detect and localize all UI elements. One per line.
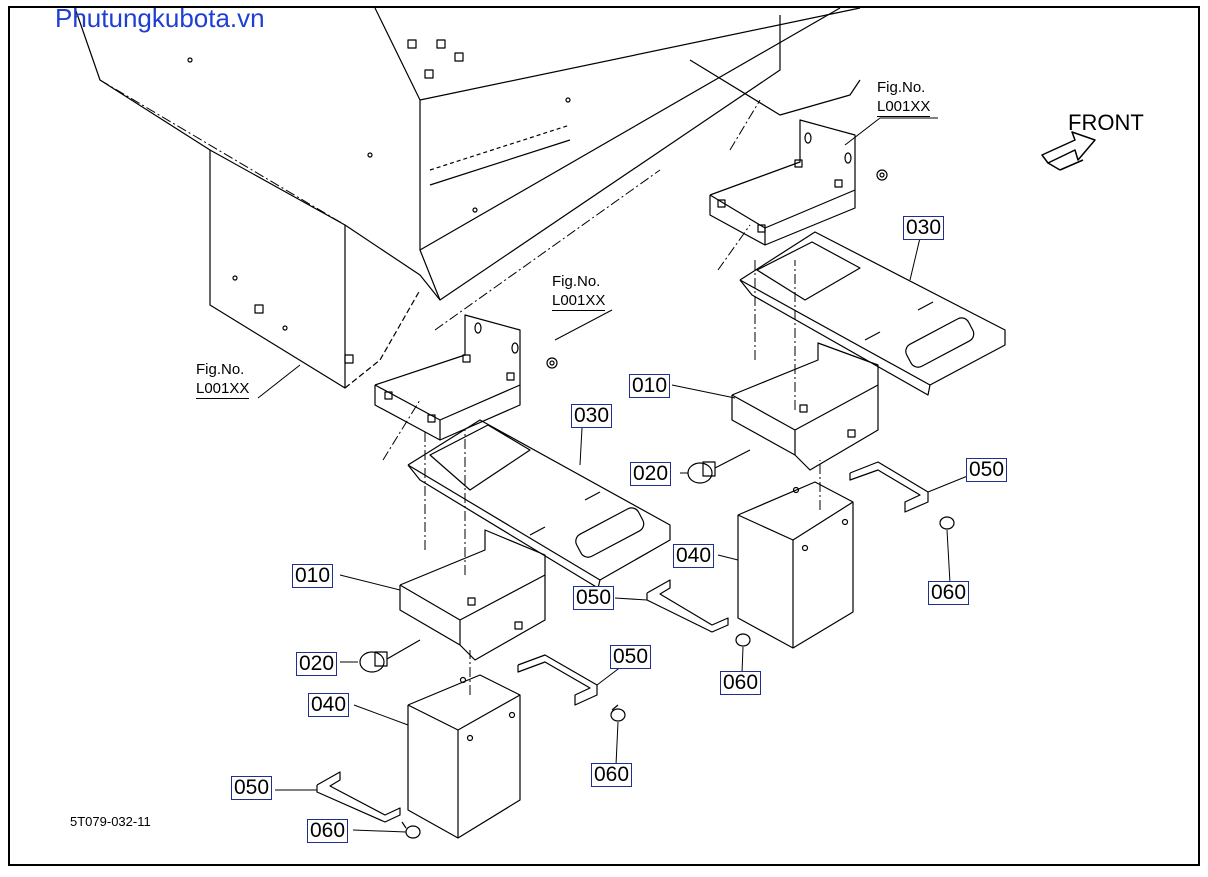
part-label-040-left[interactable]: 040 [308,693,350,717]
part-label-010-left[interactable]: 010 [292,564,334,588]
figure-ref-code: L001XX [552,292,606,311]
part-label-050-lower-left[interactable]: 050 [231,776,273,800]
drawing-frame [8,6,1200,866]
part-label-030-right[interactable]: 030 [903,216,945,240]
right-cover-plate [739,231,1006,396]
part-label-060-left-upper[interactable]: 060 [591,763,633,787]
left-cover-plate [407,419,671,589]
part-label-010-right[interactable]: 010 [629,374,671,398]
left-knob-020 [359,639,421,673]
part-label-020-left[interactable]: 020 [296,652,338,676]
figure-ref-code: L001XX [196,380,250,399]
right-straps-050 [646,461,929,633]
right-mount-bracket [709,119,888,246]
left-mount-bracket [374,314,558,441]
left-straps-050 [316,654,598,823]
figure-ref-label: Fig.No. [552,273,601,290]
part-label-050-right[interactable]: 050 [966,458,1008,482]
part-label-050-middle[interactable]: 050 [573,586,615,610]
machine-body [74,7,861,389]
right-bolts-060 [735,516,955,647]
drawing-number: 5T079-032-11 [70,814,151,829]
figure-ref-label: Fig.No. [196,361,245,378]
watermark-brand: Phutungkubota.vn [55,3,265,33]
right-support-010 [731,342,879,471]
figure-ref-left[interactable]: Fig.No. L001XX [196,360,250,399]
part-label-060-right[interactable]: 060 [928,581,970,605]
left-box-040 [407,674,521,839]
part-label-050-left-upper[interactable]: 050 [610,645,652,669]
left-support-010 [399,529,546,661]
part-label-060-lower-left[interactable]: 060 [307,819,349,843]
part-label-040-right[interactable]: 040 [673,544,715,568]
right-knob-020 [687,449,751,484]
front-arrow-icon [1041,131,1096,171]
part-label-020-right[interactable]: 020 [630,462,672,486]
figure-ref-label: Fig.No. [877,79,926,96]
figure-ref-middle[interactable]: Fig.No. L001XX [552,272,606,311]
figure-ref-right[interactable]: Fig.No. L001XX [877,78,931,117]
figure-ref-code: L001XX [877,98,931,117]
right-box-040 [737,481,854,649]
front-direction-label: FRONT [1068,110,1144,135]
part-label-030-left[interactable]: 030 [571,404,613,428]
part-label-060-middle[interactable]: 060 [720,671,762,695]
